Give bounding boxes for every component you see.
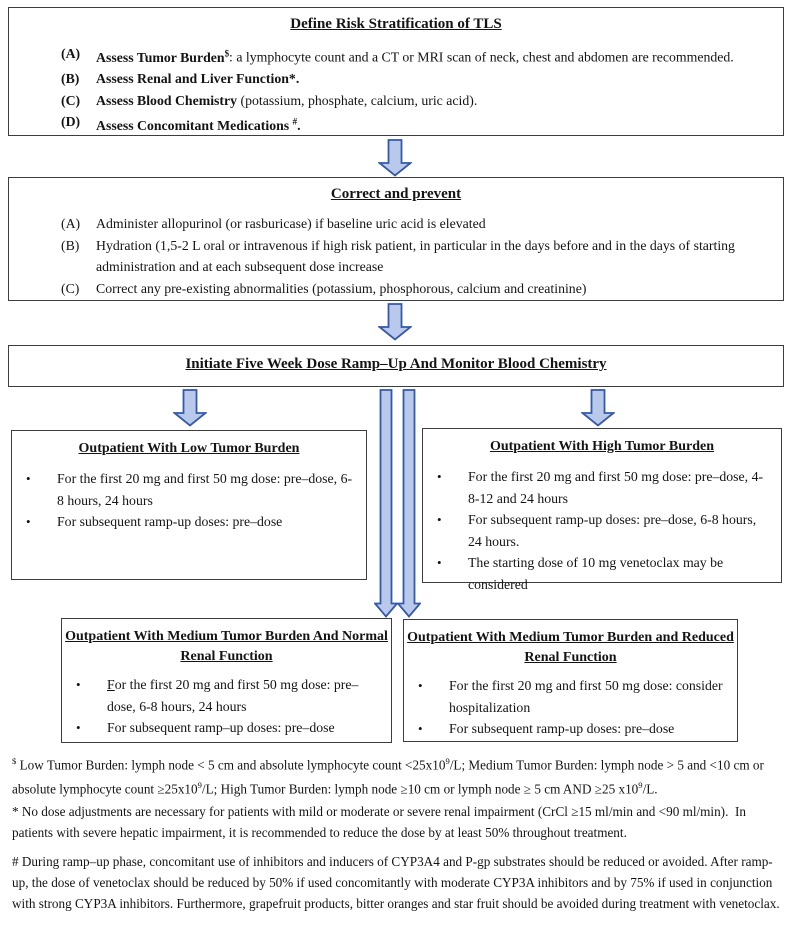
low-tumor-box: Outpatient With Low Tumor Burden •For th… bbox=[11, 430, 367, 580]
list-item: •For the first 20 mg and first 50 mg dos… bbox=[404, 675, 737, 718]
initiate-rampup-box: Initiate Five Week Dose Ramp–Up And Moni… bbox=[8, 345, 784, 387]
bullet-icon: • bbox=[437, 555, 442, 570]
down-arrow-icon bbox=[581, 389, 615, 427]
list-item: (A)Administer allopurinol (or rasburicas… bbox=[61, 216, 486, 231]
initiate-rampup-title: Initiate Five Week Dose Ramp–Up And Moni… bbox=[185, 356, 607, 372]
list-item: (C)Assess Blood Chemistry (potassium, ph… bbox=[61, 92, 478, 108]
high-tumor-box: Outpatient With High Tumor Burden •For t… bbox=[422, 428, 782, 592]
bullet-icon: • bbox=[418, 678, 423, 693]
list-item: •For the first 20 mg and first 50 mg dos… bbox=[423, 466, 781, 509]
footnote-tumor-burden-definitions: $ Low Tumor Burden: lymph node < 5 cm an… bbox=[12, 756, 764, 797]
long-down-arrow-icon bbox=[397, 389, 421, 618]
low-tumor-title: Outpatient With Low Tumor Burden bbox=[78, 441, 300, 456]
down-arrow-icon bbox=[378, 139, 412, 177]
high-tumor-title: Outpatient With High Tumor Burden bbox=[489, 439, 715, 454]
list-item: (C)Correct any pre-existing abnormalitie… bbox=[61, 280, 587, 296]
correct-prevent-list: (A)Administer allopurinol (or rasburicas… bbox=[9, 213, 783, 299]
medium-normal-list: •For the first 20 mg and first 50 mg dos… bbox=[62, 674, 391, 739]
medium-reduced-box: Outpatient With Medium Tumor Burden and … bbox=[403, 619, 738, 742]
bullet-icon: • bbox=[418, 721, 423, 736]
correct-prevent-box: Correct and prevent (A)Administer allopu… bbox=[8, 177, 784, 301]
medium-normal-title: Outpatient With Medium Tumor Burden And … bbox=[65, 629, 388, 664]
bullet-icon: • bbox=[437, 512, 442, 527]
down-arrow-icon bbox=[378, 303, 412, 341]
bullet-icon: • bbox=[26, 514, 31, 529]
list-item: •For the first 20 mg and first 50 mg dos… bbox=[62, 674, 391, 717]
list-item: •The starting dose of 10 mg venetoclax m… bbox=[423, 552, 781, 595]
list-item: •For subsequent ramp-up doses: pre–dose bbox=[12, 511, 366, 533]
long-down-arrow-icon bbox=[374, 389, 398, 618]
bullet-icon: • bbox=[26, 471, 31, 486]
define-risk-box: Define Risk Stratification of TLS (A)Ass… bbox=[8, 7, 784, 136]
footnote-renal-hepatic: * No dose adjustments are necessary for … bbox=[12, 804, 746, 840]
define-risk-list: (A)Assess Tumor Burden$: a lymphocyte co… bbox=[9, 43, 783, 136]
down-arrow-icon bbox=[173, 389, 207, 427]
list-item: (B)Hydration (1,5-2 L oral or intravenou… bbox=[61, 237, 735, 275]
list-item: •For subsequent ramp-up doses: pre–dose,… bbox=[423, 509, 781, 552]
define-risk-title: Define Risk Stratification of TLS bbox=[290, 16, 502, 32]
high-tumor-list: •For the first 20 mg and first 50 mg dos… bbox=[423, 466, 781, 595]
list-item: (D)Assess Concomitant Medications #. bbox=[61, 114, 301, 133]
list-item: •For subsequent ramp-up doses: pre–dose bbox=[404, 718, 737, 740]
list-item: (A)Assess Tumor Burden$: a lymphocyte co… bbox=[61, 46, 734, 65]
footnote-cyp3a4-interactions: # During ramp–up phase, concomitant use … bbox=[12, 854, 780, 911]
medium-reduced-list: •For the first 20 mg and first 50 mg dos… bbox=[404, 675, 737, 740]
low-tumor-list: •For the first 20 mg and first 50 mg dos… bbox=[12, 468, 366, 533]
bullet-icon: • bbox=[76, 677, 81, 692]
list-item: •For subsequent ramp–up doses: pre–dose bbox=[62, 717, 391, 739]
list-item: •For the first 20 mg and first 50 mg dos… bbox=[12, 468, 366, 511]
medium-normal-box: Outpatient With Medium Tumor Burden And … bbox=[61, 618, 392, 743]
bullet-icon: • bbox=[437, 469, 442, 484]
bullet-icon: • bbox=[76, 720, 81, 735]
correct-prevent-title: Correct and prevent bbox=[330, 186, 462, 202]
list-item: (B)Assess Renal and Liver Function*. bbox=[61, 71, 300, 87]
medium-reduced-title: Outpatient With Medium Tumor Burden and … bbox=[407, 630, 734, 665]
